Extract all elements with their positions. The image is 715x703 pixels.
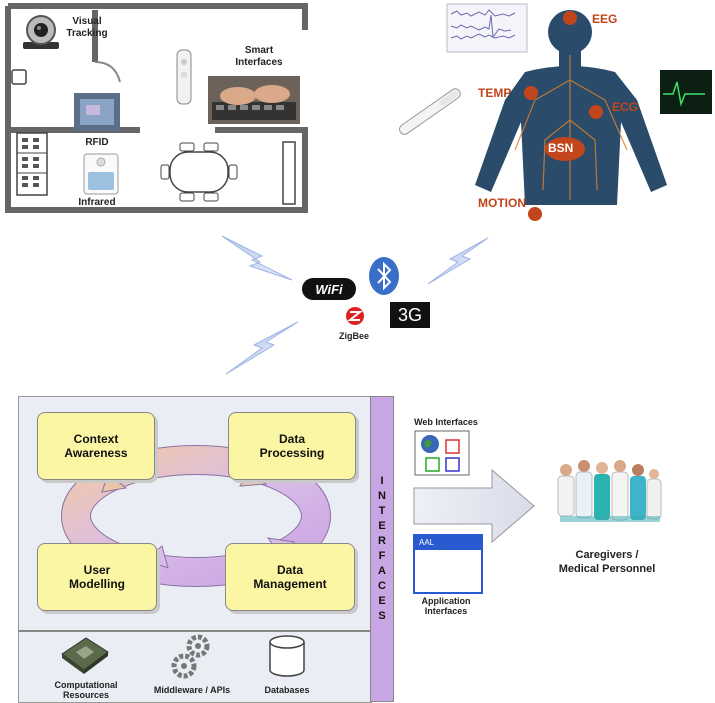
bluetooth-icon	[369, 257, 399, 295]
web-interfaces-label: Web Interfaces	[414, 417, 478, 427]
interfaces-letter: E	[378, 595, 386, 607]
keyboard-photo-icon	[208, 76, 300, 124]
computational-resources-label: Computational Resources	[54, 680, 118, 700]
infrared-label: Infrared	[78, 197, 116, 208]
data-processing-box: Data Processing	[228, 412, 356, 480]
visual-tracking-label: Visual Tracking	[66, 16, 108, 39]
application-window: AAL	[413, 534, 483, 594]
body-sensor-network	[399, 3, 712, 221]
interfaces-letter: C	[378, 580, 386, 592]
threeg-logo: 3G	[390, 302, 430, 328]
wifi-logo: WiFi	[302, 278, 356, 300]
interfaces-letter: R	[378, 535, 386, 547]
web-interface-icon	[414, 430, 470, 476]
zigbee-label: ZigBee	[338, 331, 369, 341]
interfaces-letter: A	[378, 565, 386, 577]
rfid-reader-icon	[74, 93, 120, 131]
remote-icon	[176, 49, 192, 105]
database-icon	[269, 635, 305, 677]
interfaces-letter: I	[380, 475, 384, 487]
caregivers-label: Caregivers / Medical Personnel	[558, 549, 656, 575]
zigbee-icon	[346, 307, 364, 325]
cpu-chip-icon	[61, 637, 109, 674]
eeg-waveform-icon	[446, 3, 528, 53]
cycle-ring	[61, 445, 331, 587]
data-flow-arrow	[413, 468, 535, 544]
temp-label: TEMP	[478, 86, 512, 100]
gears-icon	[171, 634, 210, 679]
interfaces-letter: E	[378, 520, 386, 532]
ecg-monitor-icon	[660, 70, 712, 114]
aal-title: AAL	[419, 538, 435, 547]
interfaces-letter: F	[378, 550, 386, 562]
middleware-label: Middleware / APIs	[153, 685, 231, 695]
rfid-label: RFID	[85, 137, 109, 148]
application-interfaces-label: Application Interfaces	[421, 596, 471, 616]
ecg-label: ECG	[612, 100, 639, 114]
infrared-sensor-icon	[83, 153, 119, 195]
interfaces-letter: S	[378, 610, 386, 622]
interfaces-letter: T	[378, 505, 386, 517]
motion-label: MOTION	[478, 196, 526, 210]
user-modelling-box: User Modelling	[37, 543, 157, 611]
eeg-label: EEG	[592, 12, 618, 26]
application-window-titlebar: AAL	[415, 536, 481, 550]
bsn-hub-label: BSN	[548, 141, 574, 155]
data-management-box: Data Management	[225, 543, 355, 611]
camera-icon	[23, 15, 59, 49]
caregivers-group-icon	[557, 460, 662, 522]
databases-label: Databases	[264, 685, 310, 695]
floorplan-walls	[5, 3, 308, 213]
wifi-logo-text: WiFi	[315, 281, 343, 297]
interfaces-letter: N	[378, 490, 386, 502]
thermometer-icon	[399, 88, 461, 135]
context-awareness-box: Context Awareness	[37, 412, 155, 480]
smart-interfaces-label: Smart Interfaces	[235, 45, 283, 68]
smart-home-floorplan: Visual Tracking Smart Interfaces RFID In…	[0, 0, 310, 215]
threeg-logo-text: 3G	[397, 304, 422, 325]
